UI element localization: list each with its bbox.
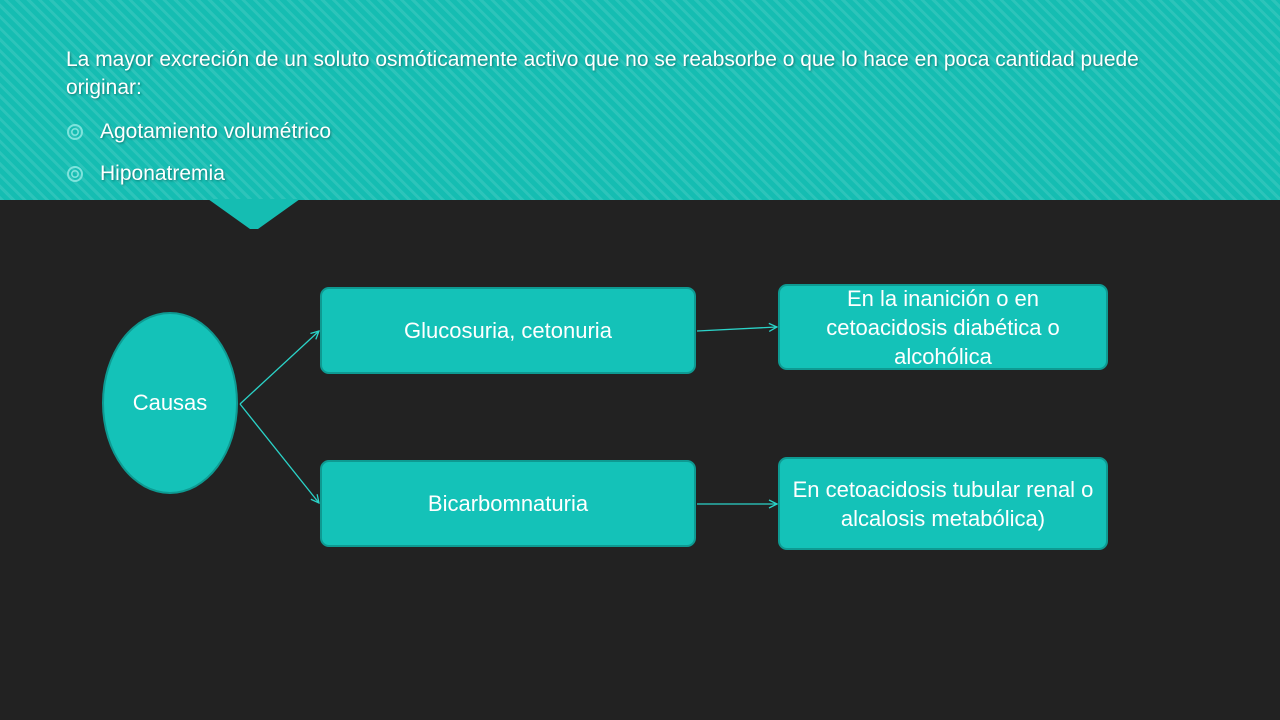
bullet-item: Hiponatremia — [66, 160, 331, 188]
connector-root-to-bicarb — [239, 403, 319, 503]
connector-glucosuria-to-inanicion — [696, 327, 777, 331]
ring-bullet-icon — [67, 166, 83, 182]
cause-node-glucosuria: Glucosuria, cetonuria — [320, 287, 696, 374]
context-node-cetoacidosis-tubular: En cetoacidosis tubular renal o alcalosi… — [778, 457, 1108, 550]
connector-root-to-glucosuria — [239, 331, 319, 405]
context-node-inanicion: En la inanición o en cetoacidosis diabét… — [778, 284, 1108, 370]
causes-root-node: Causas — [102, 312, 238, 494]
intro-text: La mayor excreción de un soluto osmótica… — [66, 48, 1139, 99]
cause-node-bicarbomnaturia: Bicarbomnaturia — [320, 460, 696, 547]
header-band — [0, 0, 1280, 200]
bullet-list: Agotamiento volumétrico Hiponatremia — [66, 118, 331, 202]
header-pointer — [208, 199, 300, 229]
ring-bullet-icon — [67, 124, 83, 140]
bullet-text: Agotamiento volumétrico — [100, 120, 332, 143]
bullet-item: Agotamiento volumétrico — [66, 118, 331, 146]
bullet-text: Hiponatremia — [100, 162, 225, 185]
